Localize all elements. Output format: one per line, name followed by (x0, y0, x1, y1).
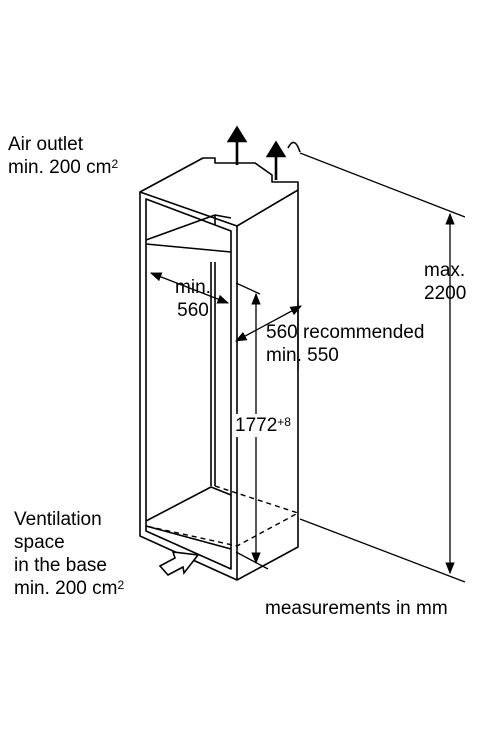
hinge-symbol (287, 141, 301, 153)
depth-dimension (234, 305, 303, 342)
width-label: min. 560 (175, 277, 211, 321)
ventilation-arrow (158, 551, 200, 577)
ventilation-label: Ventilation space in the base min. 200 c… (14, 509, 125, 599)
niche-height-label: 1772+8 (235, 414, 291, 437)
cabinet-front-frame (145, 198, 232, 570)
cabinet-front-edge (139, 189, 299, 227)
air-outlet-label-line2: min. 200 cm2 (8, 157, 119, 178)
width-dimension (149, 272, 230, 304)
depth-label: 560 recommended min. 550 (266, 322, 425, 366)
cabinet-outline (139, 157, 299, 581)
bottom-shelf (145, 486, 232, 522)
air-outlet-label-line1: Air outlet (8, 134, 83, 155)
height-label: max. 2200 (424, 260, 467, 304)
units-note: measurements in mm (265, 598, 448, 619)
air-outlet-label: Air outlet min. 200 cm2 (8, 133, 118, 179)
dashed-base-outline (145, 485, 300, 547)
